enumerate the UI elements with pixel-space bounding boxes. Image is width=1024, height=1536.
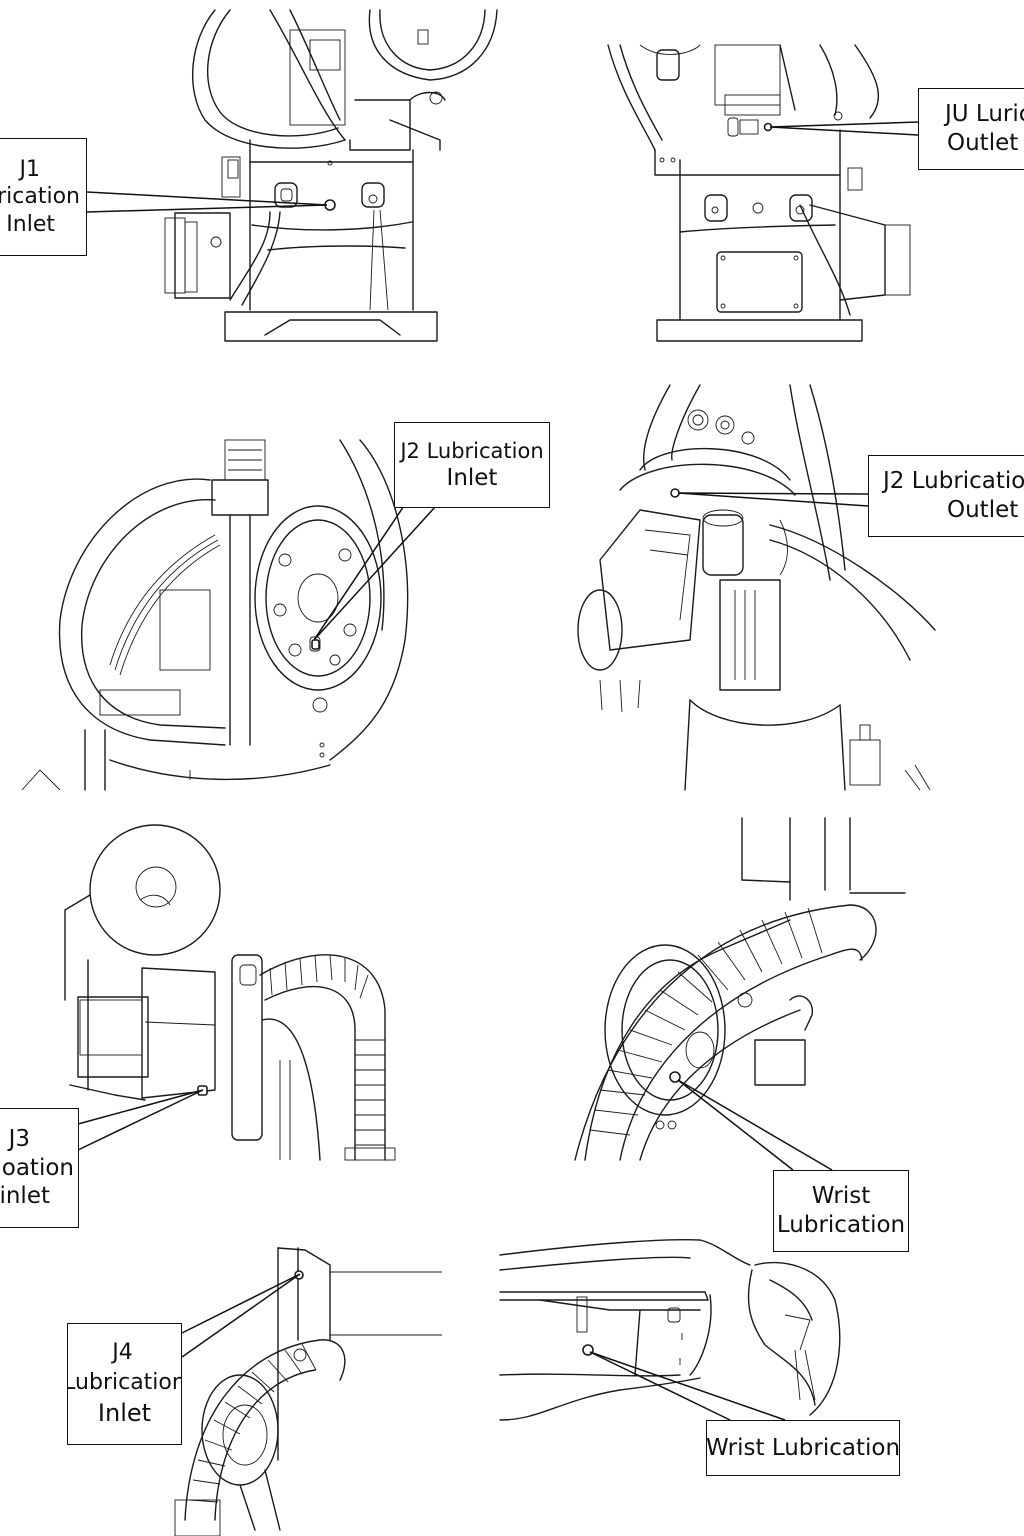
callout-text: Outlet <box>947 497 1019 523</box>
callout-text: Inlet <box>97 1399 152 1428</box>
callout-j1-lubrication-inlet: J1 rication Inlet <box>0 138 87 256</box>
callout-text: J3 <box>8 1125 30 1152</box>
callout-wrist-lubrication-lower: Wrist Lubrication <box>706 1420 900 1476</box>
leader-j1-outlet <box>769 121 919 136</box>
callout-leaders <box>77 121 919 1421</box>
callout-text: Lubrication <box>67 1369 182 1395</box>
callout-text: inlet <box>0 1183 50 1210</box>
callout-text: J4 <box>112 1340 133 1366</box>
callout-text: JU Luric <box>945 101 1024 128</box>
drawing-j3-inlet <box>64 824 396 1161</box>
callout-text: oation <box>1 1154 74 1181</box>
drawing-j1-base-rear <box>607 44 911 342</box>
callout-j2-lubrication-outlet: J2 Lubricatio Outlet <box>868 455 1024 537</box>
leader-j2-inlet <box>313 484 447 641</box>
callout-wrist-lubrication-upper: Wrist Lubrication <box>773 1170 909 1252</box>
leader-j1-inlet <box>86 191 328 213</box>
drawing-wrist-lower <box>499 1238 841 1421</box>
leader-wrist-1 <box>677 1079 833 1171</box>
callout-text: J2 Lubricatio <box>883 468 1024 495</box>
leader-j3-inlet <box>77 1089 204 1151</box>
callout-j2-lubrication-inlet: J2 Lubrication Inlet <box>394 422 550 508</box>
callout-j4-lubrication-inlet: J4 Lubrication Inlet <box>67 1323 182 1445</box>
callout-text: Lubrication <box>776 1212 906 1238</box>
drawing-j4-inlet <box>174 1247 442 1536</box>
leader-j2-outlet <box>677 492 869 507</box>
callout-text: J2 Lubrication <box>400 438 544 463</box>
leader-j4-inlet <box>181 1273 301 1358</box>
callout-text: Inlet <box>446 464 498 491</box>
callout-text: rication <box>0 184 80 210</box>
j2-inlet-port <box>311 639 320 650</box>
callout-text: Wrist Lubrication <box>706 1434 900 1461</box>
callout-j3-lubrication-inlet: J3 oation inlet <box>0 1108 79 1228</box>
callout-text: Inlet <box>6 211 55 237</box>
callout-text: Outlet <box>947 130 1019 156</box>
callout-j1-lubrication-outlet: JU Luric Outlet <box>918 88 1024 170</box>
drawing-j2-inlet <box>21 439 409 791</box>
j2-outlet-port <box>670 488 680 498</box>
callout-text: J1 <box>19 156 41 182</box>
wrist-upper-port <box>669 1071 681 1083</box>
drawing-j2-outlet <box>577 384 936 791</box>
leader-wrist-2 <box>589 1351 786 1421</box>
callout-text: Wrist <box>811 1183 871 1210</box>
drawing-wrist-upper <box>574 817 906 1161</box>
drawing-j1-base-front <box>164 9 498 342</box>
